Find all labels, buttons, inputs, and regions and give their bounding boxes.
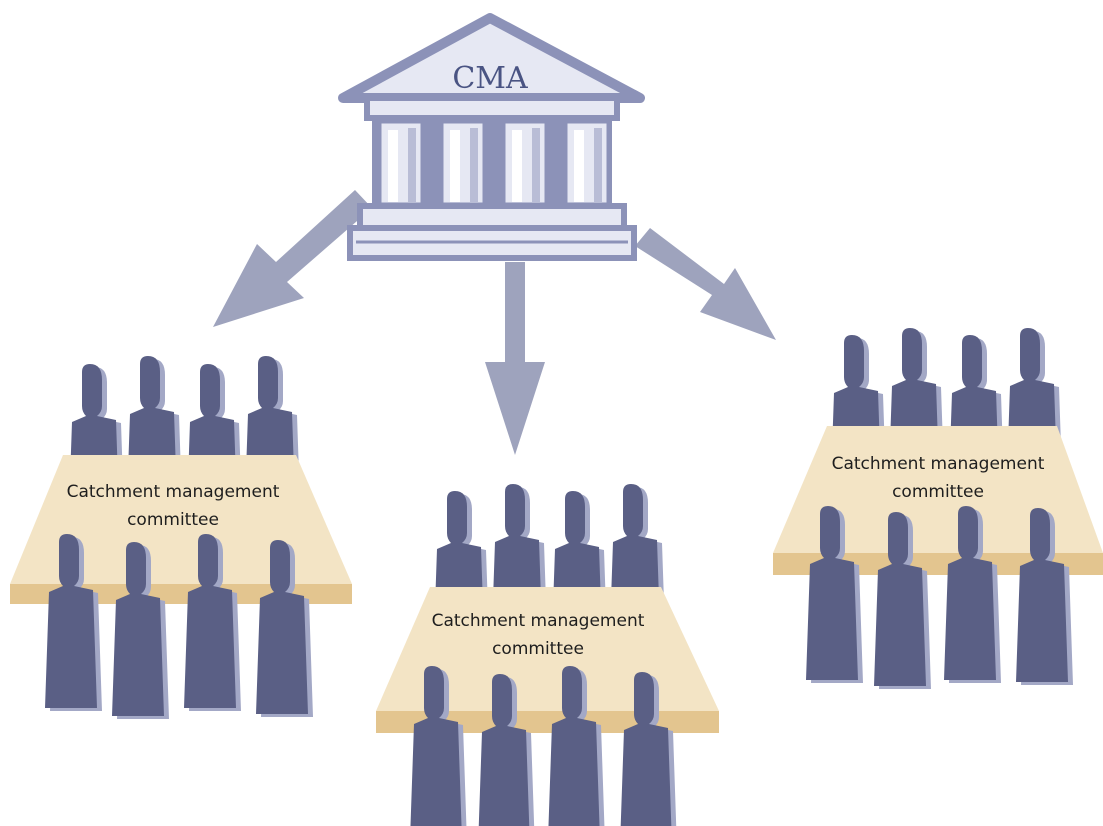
committee-center: Catchment management committee — [376, 484, 719, 826]
arrow-to-right-committee — [635, 228, 776, 340]
committee-left: Catchment management committee — [10, 356, 352, 719]
committee-label-line2: committee — [892, 482, 984, 502]
committee-label-line1: Catchment management — [432, 611, 645, 631]
committee-label-line2: committee — [127, 510, 219, 530]
table-top — [10, 455, 352, 584]
committee-label-line1: Catchment management — [832, 454, 1045, 474]
committee-right: Catchment management committee — [773, 328, 1103, 689]
building-step-upper — [357, 203, 627, 231]
arrow-to-left-committee — [213, 190, 372, 327]
building-entablature — [364, 95, 620, 121]
cma-building: CMA — [338, 13, 645, 261]
building-label: CMA — [452, 61, 528, 96]
committee-label-line2: committee — [492, 639, 584, 659]
committee-label-line1: Catchment management — [67, 482, 280, 502]
building-columns — [378, 120, 610, 206]
table-top — [376, 587, 719, 711]
table-top — [773, 426, 1103, 553]
arrow-to-center-committee — [485, 262, 545, 455]
